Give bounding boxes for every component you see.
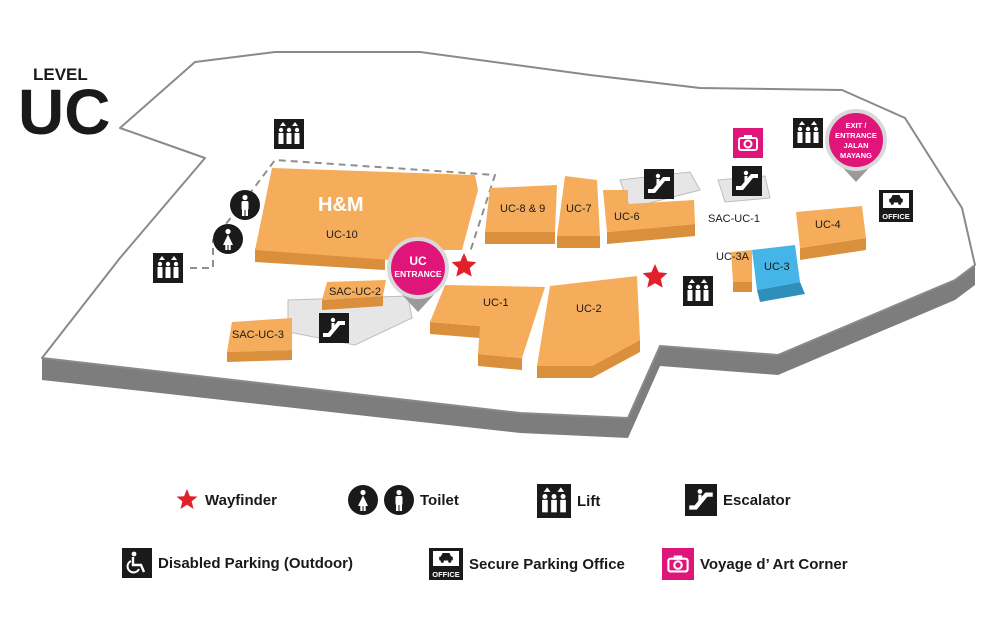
floor-plate-side <box>42 265 975 438</box>
lift-icon[interactable] <box>793 118 823 148</box>
unit-uc6[interactable] <box>603 190 695 244</box>
unit-sac2[interactable] <box>322 280 386 310</box>
level-name: UC <box>18 76 110 148</box>
legend-escalator: Escalator <box>685 484 791 516</box>
wheelchair-icon <box>122 548 152 578</box>
female-icon[interactable] <box>213 224 243 254</box>
lift-icon <box>537 484 571 518</box>
unit-uc10-side <box>255 248 385 270</box>
exit-pin-line2: ENTRANCE <box>835 131 877 140</box>
sac3-label: SAC-UC-3 <box>232 329 284 341</box>
unit-uc7[interactable] <box>557 176 600 248</box>
unit-uc89[interactable] <box>485 185 557 244</box>
uc7-label: UC-7 <box>566 203 592 215</box>
hm-brand-label: H&M <box>318 194 364 216</box>
uc10-label: UC-10 <box>326 229 358 241</box>
lift-icon[interactable] <box>153 253 183 283</box>
level-title: LEVEL UC <box>18 65 110 148</box>
unit-uc2-side <box>537 340 640 378</box>
uc1-label: UC-1 <box>483 297 509 309</box>
male-icon[interactable] <box>230 190 260 220</box>
unit-uc6-side <box>607 224 695 244</box>
unit-labels: H&M UC-10 UC-8 & 9 UC-7 UC-6 SAC-UC-1 UC… <box>232 194 841 341</box>
legend-wayfinder: Wayfinder <box>175 488 277 512</box>
unit-uc7-side <box>557 236 600 248</box>
star-icon <box>176 489 198 509</box>
legend-secure-parking-label: Secure Parking Office <box>469 555 625 573</box>
escalator-icon[interactable] <box>319 313 349 343</box>
uc4-label: UC-4 <box>815 219 841 231</box>
exit-pin-line1: EXIT / <box>846 121 868 130</box>
sac1-label: SAC-UC-1 <box>708 213 760 225</box>
unit-uc3-side <box>757 282 805 302</box>
car-office-icon[interactable]: OFFICE <box>879 190 913 222</box>
unit-sac2-side <box>322 296 383 310</box>
unit-uc1-shape <box>430 285 545 358</box>
unit-sac3-side <box>227 350 292 362</box>
legend-disabled-parking-label: Disabled Parking (Outdoor) <box>158 554 354 572</box>
unit-uc4-side <box>800 238 866 260</box>
star-icon[interactable] <box>451 253 477 277</box>
legend-disabled-parking: Disabled Parking (Outdoor) <box>122 548 353 578</box>
unit-uc3a-shape <box>731 250 752 282</box>
unit-uc89-side <box>485 232 555 244</box>
escalator-icon <box>685 484 717 516</box>
unit-sac2-shape <box>322 280 386 300</box>
exit-pin-line3: JALAN <box>843 141 868 150</box>
car-office-icon: OFFICE <box>429 548 463 580</box>
legend-escalator-label: Escalator <box>723 491 791 509</box>
legend-voyage: Voyage d’ Art Corner <box>662 548 848 580</box>
unit-uc1-side2 <box>478 354 522 370</box>
uc3-label: UC-3 <box>764 261 790 273</box>
unit-uc2[interactable] <box>537 276 640 378</box>
escalator-icon[interactable] <box>644 169 674 199</box>
unit-uc4[interactable] <box>796 206 866 260</box>
female-icon <box>348 485 378 515</box>
unit-uc3a[interactable] <box>731 250 752 292</box>
legend-secure-parking: OFFICE Secure Parking Office <box>429 548 625 580</box>
legend-toilet: Toilet <box>348 485 459 515</box>
office-text: OFFICE <box>882 212 910 221</box>
male-icon <box>384 485 414 515</box>
unit-uc4-shape <box>796 206 866 248</box>
camera-icon <box>662 548 694 580</box>
legend-lift-label: Lift <box>577 492 601 510</box>
uc-entrance-pin[interactable]: UC ENTRANCE <box>387 237 449 312</box>
unit-uc7-shape <box>557 176 600 236</box>
uc3a-label: UC-3A <box>716 251 750 263</box>
legend-wayfinder-label: Wayfinder <box>205 491 277 509</box>
unit-uc10[interactable] <box>255 168 478 270</box>
unit-uc3-shape <box>752 245 800 290</box>
unit-sac3-shape <box>227 318 292 352</box>
unit-uc2-shape <box>537 276 640 366</box>
exit-pin-line4: MAYANG <box>840 151 872 160</box>
unit-uc6-shape <box>603 190 695 232</box>
shop-units <box>227 168 866 378</box>
lift-icon[interactable] <box>274 119 304 149</box>
level-prefix: LEVEL <box>33 65 88 84</box>
lift-icon[interactable] <box>683 276 713 306</box>
unit-uc89-shape <box>485 185 557 232</box>
uc-entrance-line2: ENTRANCE <box>394 269 442 279</box>
unit-uc1[interactable] <box>430 285 545 370</box>
legend-office-text: OFFICE <box>432 570 460 579</box>
unit-uc3a-side <box>733 282 752 292</box>
uc89-label: UC-8 & 9 <box>500 203 545 215</box>
unit-uc10-shape <box>255 168 478 260</box>
unit-sac3[interactable] <box>227 318 292 362</box>
legend-toilet-label: Toilet <box>420 491 459 509</box>
uc6-label: UC-6 <box>614 211 640 223</box>
escalator-icon[interactable] <box>732 166 762 196</box>
uc2-label: UC-2 <box>576 303 602 315</box>
exit-entrance-pin[interactable]: EXIT / ENTRANCE JALAN MAYANG <box>825 109 887 182</box>
star-icon[interactable] <box>642 264 668 288</box>
legend-voyage-label: Voyage d’ Art Corner <box>700 555 848 573</box>
unit-uc1-side <box>430 322 480 338</box>
legend-lift: Lift <box>537 484 600 518</box>
unit-uc3[interactable] <box>752 245 805 302</box>
camera-icon[interactable] <box>733 128 763 158</box>
sac2-label: SAC-UC-2 <box>329 286 381 298</box>
uc-entrance-line1: UC <box>409 254 427 268</box>
